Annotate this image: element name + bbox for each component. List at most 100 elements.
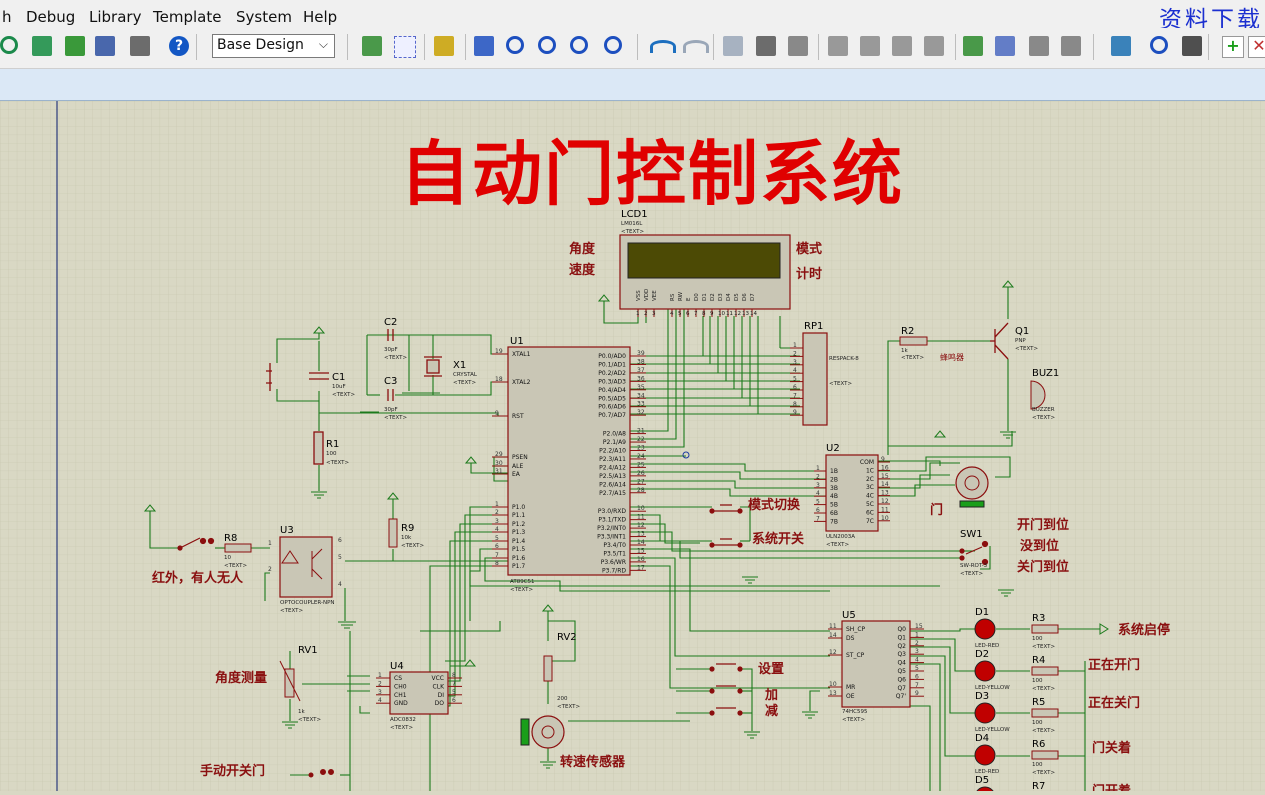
- new-sheet-button[interactable]: +: [1220, 34, 1244, 58]
- rp1-pin-number: 1: [793, 342, 797, 349]
- report-button[interactable]: [128, 34, 152, 58]
- u2-pin-number: 14: [881, 481, 889, 488]
- manual-switch[interactable]: [308, 769, 334, 778]
- zoom-all-button[interactable]: [568, 34, 592, 58]
- led-part: LED-YELLOW: [975, 727, 1010, 733]
- lcd-part: LM016L: [621, 221, 643, 227]
- block-move-button[interactable]: [858, 34, 882, 58]
- label-door: 门: [930, 502, 943, 518]
- packaging-button[interactable]: [1027, 34, 1051, 58]
- ir-switch[interactable]: [177, 537, 215, 551]
- u5-pin-name: SH_CP: [846, 626, 866, 633]
- wire-autorouter-button[interactable]: [1109, 34, 1133, 58]
- pan-button[interactable]: [472, 34, 496, 58]
- property-assign-button[interactable]: [1180, 34, 1204, 58]
- netlist-button[interactable]: [93, 34, 117, 58]
- toolbar-separator: [713, 34, 714, 60]
- u1-pin-number: 12: [637, 522, 645, 529]
- q1-ref: Q1: [1015, 326, 1029, 337]
- schematic-canvas[interactable]: 自动门控制系统: [0, 101, 1265, 795]
- search-button[interactable]: [1148, 34, 1172, 58]
- block-copy-button[interactable]: [826, 34, 850, 58]
- origin-button[interactable]: [432, 34, 456, 58]
- help-button[interactable]: ?: [167, 34, 191, 58]
- block-delete-button[interactable]: [922, 34, 946, 58]
- u1-pin-name: P3.6/WR: [601, 559, 626, 566]
- u4-body[interactable]: [389, 671, 449, 715]
- u1-pin-name: P2.4/A12: [599, 464, 626, 471]
- r1-ref: R1: [326, 439, 339, 450]
- resistor-r4[interactable]: [1031, 666, 1059, 676]
- resistor-r3[interactable]: [1031, 624, 1059, 634]
- led-d3[interactable]: [974, 702, 996, 724]
- zoom-sheet-button[interactable]: [0, 34, 22, 58]
- u1-pin-number: 38: [637, 358, 645, 365]
- stepper-motor[interactable]: [955, 466, 989, 500]
- r9-body[interactable]: [388, 518, 398, 548]
- menu-library[interactable]: Library: [89, 8, 142, 26]
- u3-pin-5: 5: [338, 554, 342, 561]
- resistor-r5[interactable]: [1031, 708, 1059, 718]
- cut-button[interactable]: [721, 34, 745, 58]
- refresh-button[interactable]: [360, 34, 384, 58]
- menu-system[interactable]: System: [236, 8, 292, 26]
- decompose-icon: [1061, 36, 1081, 56]
- lcd-pin-name: VDD: [644, 289, 650, 301]
- undo-button[interactable]: [648, 34, 676, 58]
- u3-pin-1: 1: [268, 540, 272, 547]
- report-icon: [130, 36, 150, 56]
- rv2-body[interactable]: [543, 655, 553, 682]
- speed-motor[interactable]: [531, 715, 565, 749]
- redo-button[interactable]: [681, 34, 709, 58]
- label-speed-sensor: 转速传感器: [560, 754, 626, 770]
- remove-sheet-button[interactable]: ✕: [1246, 34, 1265, 58]
- bill-of-materials-button[interactable]: [63, 34, 87, 58]
- push-buttons-set[interactable]: [709, 663, 743, 716]
- toolbar-separator: [818, 34, 819, 60]
- push-buttons-p3[interactable]: [709, 504, 743, 548]
- u5-body[interactable]: [841, 620, 911, 708]
- rv1-body[interactable]: [284, 668, 295, 698]
- menu-template[interactable]: Template: [153, 8, 222, 26]
- pick-device-button[interactable]: [961, 34, 985, 58]
- u2-body[interactable]: [825, 454, 879, 532]
- resistor-text: <TEXT>: [1032, 728, 1055, 734]
- zoom-in-button[interactable]: [504, 34, 528, 58]
- u2-pin-number: 4: [816, 490, 820, 497]
- design-select[interactable]: Base Design ⌵: [212, 34, 335, 58]
- u1-pin-number: 21: [637, 428, 645, 435]
- menu-graph[interactable]: h: [2, 8, 12, 26]
- zoom-area-button[interactable]: [602, 34, 626, 58]
- paste-button[interactable]: [786, 34, 810, 58]
- lcd-pin-number: 14: [750, 311, 757, 317]
- sw1-part: SW-ROT-3: [960, 563, 988, 569]
- component-button[interactable]: [30, 34, 54, 58]
- resistor-r6[interactable]: [1031, 750, 1059, 760]
- led-d4[interactable]: [974, 744, 996, 766]
- u5-pin-name: Q5: [897, 668, 906, 675]
- u3-body[interactable]: [279, 536, 333, 598]
- label-mode: 模式: [796, 241, 822, 257]
- block-rotate-button[interactable]: [890, 34, 914, 58]
- r8-body[interactable]: [224, 543, 252, 553]
- grid-button[interactable]: [392, 34, 416, 58]
- u4-text: <TEXT>: [390, 725, 413, 731]
- u2-pin-name: 4C: [866, 493, 874, 500]
- make-device-button[interactable]: [993, 34, 1017, 58]
- led-d2[interactable]: [974, 660, 996, 682]
- menu-debug[interactable]: Debug: [26, 8, 76, 26]
- r2-body[interactable]: [899, 336, 928, 346]
- decompose-button[interactable]: [1059, 34, 1083, 58]
- u1-pin-number: 6: [495, 543, 499, 550]
- copy-button[interactable]: [754, 34, 778, 58]
- u1-pin-name: P0.6/AD6: [598, 404, 626, 411]
- rp1-body[interactable]: [802, 332, 828, 426]
- zoom-out-button[interactable]: [536, 34, 560, 58]
- buzzer-symbol[interactable]: [1030, 380, 1046, 410]
- sw1-symbol[interactable]: [959, 540, 989, 566]
- u1-body[interactable]: [507, 346, 631, 576]
- q1-symbol[interactable]: [990, 322, 1009, 360]
- menu-help[interactable]: Help: [303, 8, 338, 26]
- power-symbols: [143, 280, 1109, 769]
- led-d1[interactable]: [974, 618, 996, 640]
